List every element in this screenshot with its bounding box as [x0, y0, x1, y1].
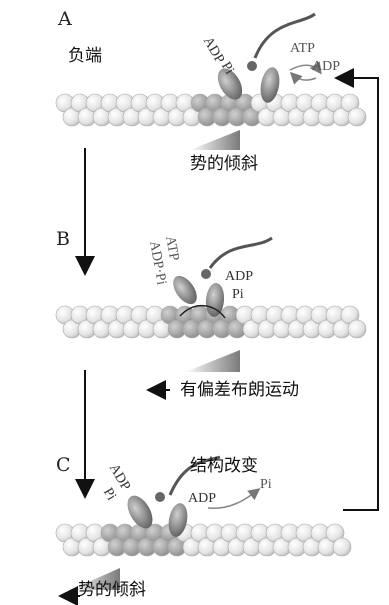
adp-label-b: ADP: [225, 270, 253, 284]
panel-label-b: B: [56, 230, 70, 249]
minus-end-label: 负端: [68, 48, 102, 65]
potential-slope-wedge-a: [190, 130, 240, 150]
actin-filament-a: [56, 94, 366, 126]
panel-label-c: C: [56, 456, 71, 475]
adp-released-label-a: ADP: [312, 60, 340, 74]
atp-label-b: ATP: [162, 235, 180, 262]
cycle-return-arrow: [338, 78, 378, 510]
atp-label-a: ATP: [290, 42, 315, 56]
pi-released-label-c: Pi: [260, 478, 272, 492]
actin-bead: [348, 108, 366, 126]
actin-bead: [333, 538, 351, 556]
panel-label-a: A: [58, 10, 72, 29]
actin-bead: [348, 320, 366, 338]
biased-brownian-label: 有偏差布朗运动: [180, 382, 299, 399]
structural-change-label: 结构改变: [190, 458, 258, 475]
actin-filament-c: [56, 524, 351, 556]
pi-label-b: Pi: [232, 288, 244, 302]
potential-slope-label-a: 势的倾斜: [190, 156, 258, 173]
adp-label-c2: ADP: [188, 492, 216, 506]
potential-slope-label-c: 势的倾斜: [78, 582, 146, 599]
biased-motion-wedge-b: [185, 350, 240, 372]
